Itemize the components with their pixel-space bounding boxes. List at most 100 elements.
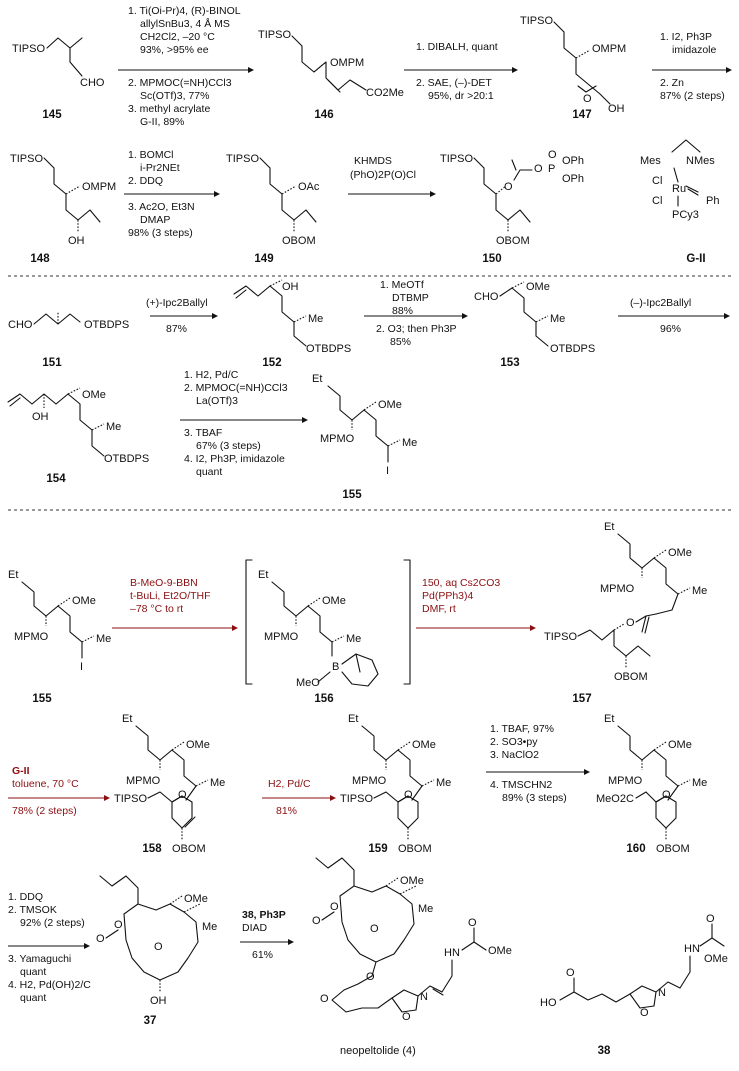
conditions-step-1: 1. Ti(Oi-Pr)4, (R)-BINOL allylSnBu3, 4 Å… xyxy=(128,5,241,128)
label-text: OH xyxy=(150,995,167,1007)
conditions-step-13: H2, Pd/C 81% xyxy=(268,778,311,817)
compound-number-37: 37 xyxy=(144,1015,157,1027)
conditions-step-8: (–)-Ipc2Ballyl 96% xyxy=(630,297,691,335)
label-text: OAc xyxy=(298,181,320,193)
label-text: (PhO)2P(O)Cl xyxy=(350,169,416,181)
label-text: toluene, 70 °C xyxy=(12,778,79,790)
label-text: 1. I2, Ph3P xyxy=(660,31,712,43)
compound-number-149: 149 xyxy=(254,253,273,265)
label-text: 96% xyxy=(660,323,681,335)
conditions-step-3: 1. I2, Ph3P imidazole 2. Zn 87% (2 steps… xyxy=(660,31,725,102)
conditions-step-15: 1. DDQ 2. TMSOK 92% (2 steps) 3. Yamaguc… xyxy=(8,891,91,1004)
compound-number-160: 160 xyxy=(626,843,645,855)
label-text: –78 °C to rt xyxy=(130,603,183,615)
compound-name-neopeltolide: neopeltolide (4) xyxy=(340,1045,416,1057)
label-text: 3. Ac2O, Et3N xyxy=(128,201,195,213)
label-text: G-II xyxy=(12,765,30,777)
compound-146: TIPSO OMPM CO2Me 146 xyxy=(258,29,404,121)
compound-159: Et MPMO OMe Me TIPSO O OBOM 159 xyxy=(340,713,451,855)
label-text: TIPSO xyxy=(520,15,553,27)
compound-155-b: Et MPMO OMe Me I 155 xyxy=(8,569,111,705)
conditions-step-16: 38, Ph3P DIAD 61% xyxy=(242,909,286,961)
compound-number-155-b: 155 xyxy=(32,693,52,705)
label-text: HN xyxy=(684,943,700,955)
label-text: OH xyxy=(608,103,625,115)
label-text: OMe xyxy=(400,875,424,887)
label-text: O xyxy=(640,1007,649,1019)
label-text: OTBDPS xyxy=(306,343,351,355)
label-text: O xyxy=(178,789,187,801)
compound-149: TIPSO OAc OBOM 149 xyxy=(226,153,320,265)
label-text: O xyxy=(96,933,105,945)
label-text: O xyxy=(468,917,477,929)
conditions-step-11: 150, aq Cs2CO3 Pd(PPh3)4 DMF, rt xyxy=(422,577,500,615)
label-text: 4. TMSCHN2 xyxy=(490,779,552,791)
label-text: O xyxy=(312,915,321,927)
label-text: TIPSO xyxy=(226,153,259,165)
label-text: allylSnBu3, 4 Å MS xyxy=(140,17,230,30)
compound-154: OH OMe Me OTBDPS 154 xyxy=(7,387,149,485)
label-text: N xyxy=(420,991,428,1003)
label-text: Mes xyxy=(640,155,661,167)
label-text: 1. H2, Pd/C xyxy=(184,369,239,381)
label-text: DMF, rt xyxy=(422,603,456,615)
label-text: O xyxy=(366,971,375,983)
label-text: TIPSO xyxy=(12,43,45,55)
label-text: OMPM xyxy=(82,181,116,193)
label-text: TIPSO xyxy=(10,153,43,165)
label-text: 1. DIBALH, quant xyxy=(416,41,498,53)
label-text: PCy3 xyxy=(672,209,699,221)
conditions-step-9: 1. H2, Pd/C 2. MPMOC(=NH)CCl3 La(OTf)3 3… xyxy=(184,369,288,478)
label-text: 81% xyxy=(276,805,297,817)
label-text: Ph xyxy=(706,195,719,207)
compound-158: Et MPMO OMe Me TIPSO O OBOM 158 xyxy=(114,713,225,855)
compound-number-38: 38 xyxy=(598,1045,611,1057)
label-text: H2, Pd/C xyxy=(268,778,311,790)
label-text: OMe xyxy=(72,595,96,607)
label-text: CHO xyxy=(80,77,105,89)
label-text: DTBMP xyxy=(392,292,429,304)
label-text: imidazole xyxy=(672,44,717,56)
compound-number-158: 158 xyxy=(142,843,162,855)
compound-150: TIPSO O O P O OPh OPh OBOM 150 xyxy=(440,149,584,265)
label-text: 38, Ph3P xyxy=(242,909,286,921)
compound-156: Et MPMO OMe Me B MeO 156 xyxy=(245,559,411,705)
compound-number-145: 145 xyxy=(42,109,62,121)
compound-number-155-a: 155 xyxy=(342,489,362,501)
label-text: O xyxy=(706,913,715,925)
conditions-step-7: 1. MeOTf DTBMP 88% 2. O3; then Ph3P 85% xyxy=(376,279,457,348)
label-text: OBOM xyxy=(398,843,432,855)
label-text: G-II, 89% xyxy=(140,116,184,128)
compound-147: TIPSO OMPM O OH 147 xyxy=(520,15,626,121)
label-text: OMe xyxy=(322,595,346,607)
label-text: 92% (2 steps) xyxy=(20,917,85,929)
label-text: I xyxy=(80,661,83,673)
label-text: OMe xyxy=(704,953,728,965)
label-text: 87% (2 steps) xyxy=(660,90,725,102)
label-text: OMe xyxy=(186,739,210,751)
label-text: O xyxy=(662,789,671,801)
label-text: OTBDPS xyxy=(550,343,595,355)
label-text: Me xyxy=(692,585,707,597)
label-text: 3. TBAF xyxy=(184,427,222,439)
label-text: OBOM xyxy=(172,843,206,855)
label-text: quant xyxy=(20,992,46,1004)
label-text: TIPSO xyxy=(440,153,473,165)
label-text: Cl xyxy=(652,195,662,207)
label-text: Et xyxy=(258,569,268,581)
label-text: OMPM xyxy=(330,57,364,69)
conditions-step-6: (+)-Ipc2Ballyl 87% xyxy=(146,297,208,335)
label-text: O xyxy=(114,919,123,931)
compound-number-157: 157 xyxy=(572,693,591,705)
label-text: 2. DDQ xyxy=(128,175,163,187)
label-text: Me xyxy=(96,633,111,645)
label-text: Me xyxy=(550,313,565,325)
label-text: OBOM xyxy=(282,235,316,247)
label-text: 2. O3; then Ph3P xyxy=(376,323,457,335)
label-text: OMe xyxy=(378,399,402,411)
label-text: MeO2C xyxy=(596,793,634,805)
label-text: Et xyxy=(122,713,132,725)
compound-155-a: Et MPMO OMe Me I 155 xyxy=(312,373,417,501)
label-text: OBOM xyxy=(496,235,530,247)
label-text: 67% (3 steps) xyxy=(196,440,261,452)
